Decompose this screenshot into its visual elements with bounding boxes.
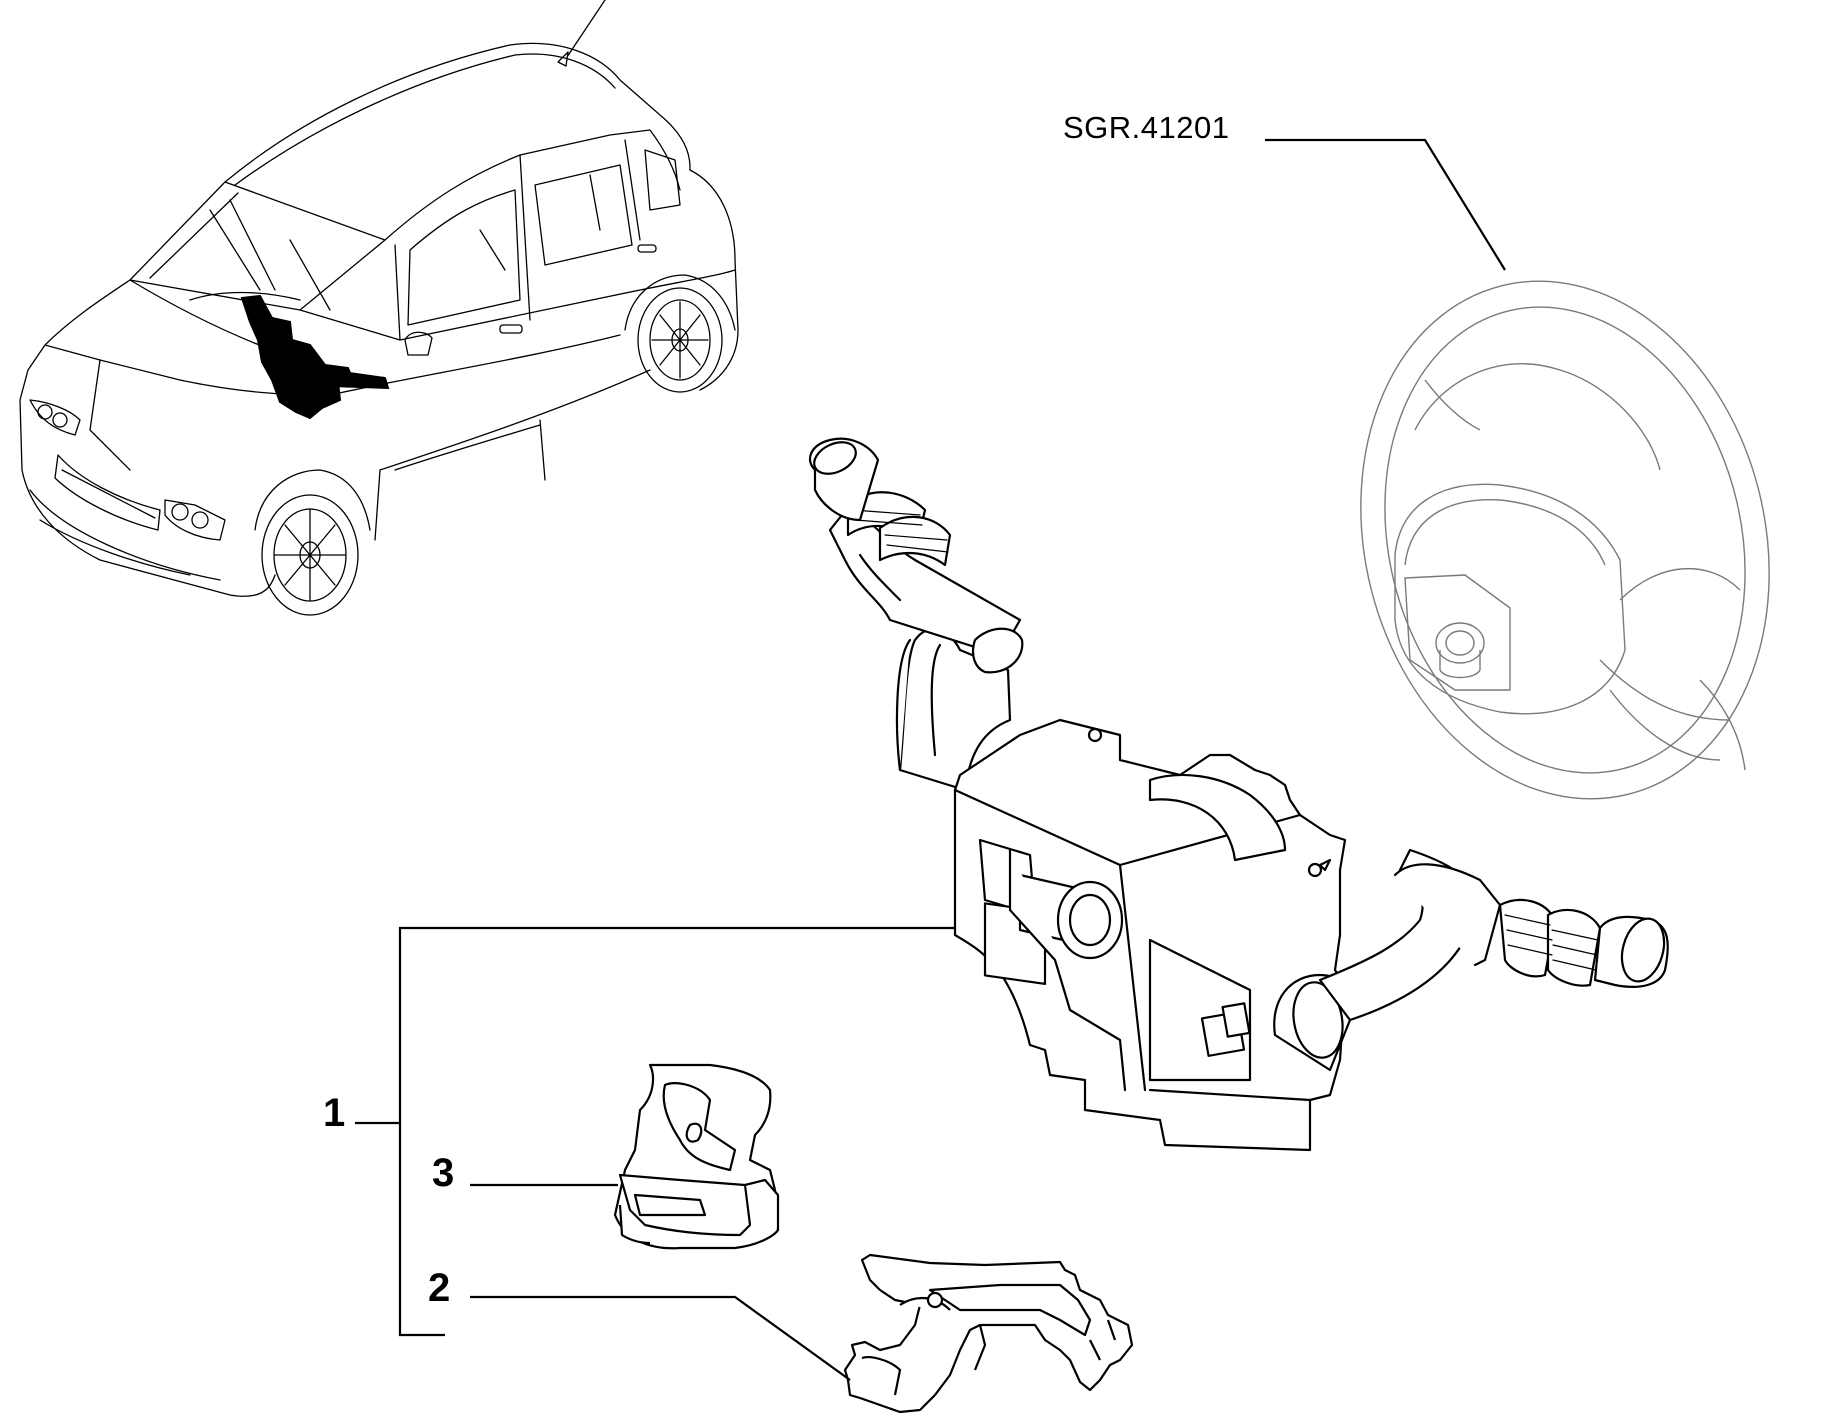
item-3-label[interactable]: 3: [432, 1151, 455, 1195]
ref-group-label[interactable]: SGR.41201: [1063, 110, 1230, 145]
callout-1-leaders: [355, 926, 955, 1337]
bracket-drawing: [843, 1253, 1134, 1414]
column-switch-drawing: [808, 437, 1669, 1152]
steering-wheel-drawing: [1360, 280, 1770, 800]
item-2-label[interactable]: 2: [428, 1266, 451, 1310]
car-overview-drawing: [19, 0, 739, 616]
ref-leader-line: [1265, 138, 1506, 271]
highlighted-switch-in-car: [240, 294, 390, 420]
callout-2-leader: [470, 1295, 851, 1381]
item-1-label[interactable]: 1: [323, 1091, 346, 1135]
clip-drawing: [613, 1063, 780, 1250]
